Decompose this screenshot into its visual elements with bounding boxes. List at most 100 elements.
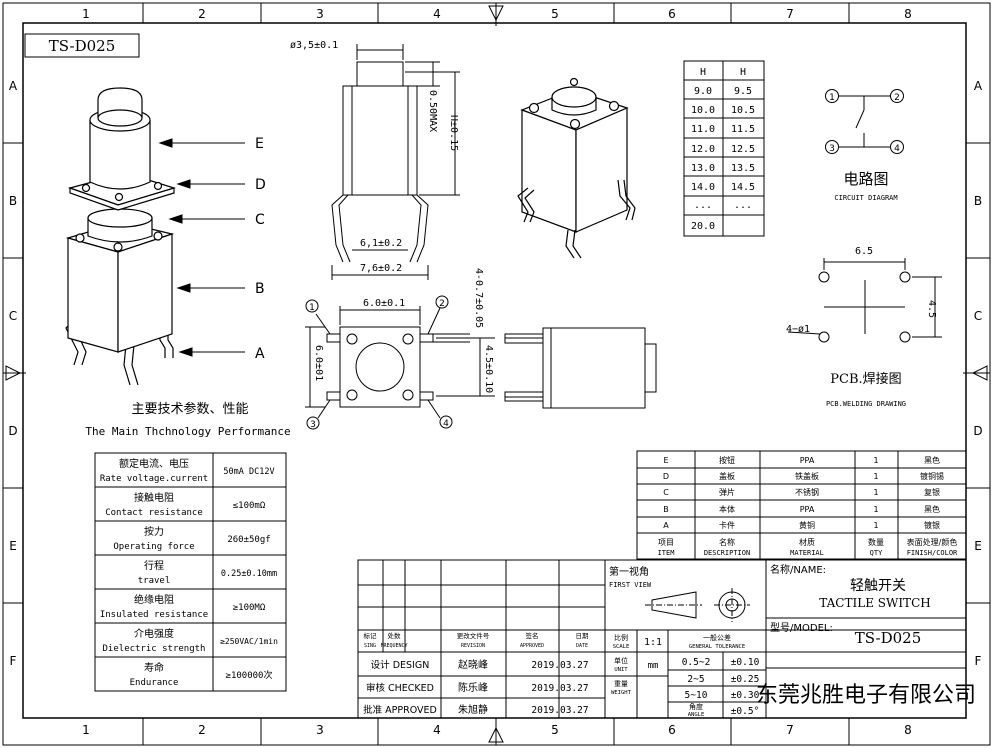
table-cell: PPA [800,456,815,465]
h-cell: 10.0 [691,105,715,116]
approved-date: 2019.03.27 [531,705,588,716]
h-cell: 11.5 [731,124,755,135]
title-block-grid [357,559,967,719]
table-cell: 名称 [719,537,735,547]
h-cell: 11.0 [691,124,715,135]
h-cell: 12.5 [731,144,755,155]
row-label: A [974,79,983,93]
table-cell: 0.5~2 [682,657,711,668]
drawing-id-box [24,33,140,58]
table-cell: 5~10 [685,690,708,701]
col-label: 7 [786,723,794,737]
table-cell: 盖板 [719,471,735,481]
top-view [305,295,495,430]
h-header: H [700,67,706,78]
title-block: 标记 SING 处数 FREQUENCY 更改文件号 REVISION 签名 A… [363,563,976,718]
performance-title-cn: 主要技术参数、性能 [131,401,248,417]
callout-c: C [255,212,265,228]
table-cell: QTY [870,549,883,557]
table-cell: 行程 [144,559,164,572]
dim-pin-size: 4-0.7±0.05 [473,268,484,328]
table-cell: 1 [873,505,878,514]
checked-date: 2019.03.27 [531,683,588,694]
h-cell: 13.5 [731,163,755,174]
h-cell: ... [694,200,712,211]
drawing-id: TS-D025 [49,37,116,55]
table-cell: 寿命 [144,661,164,674]
table-cell: 处数 [388,631,402,640]
model-value: TS-D025 [855,629,922,647]
table-cell: 0.25±0.10mm [221,569,277,579]
pin-3: 3 [310,420,316,430]
col-label: 1 [82,723,90,737]
table-cell: APPROVED [520,643,544,649]
row-label: B [9,194,17,208]
table-cell: 50mA DC12V [223,467,274,477]
grid-labels: 1 2 3 4 5 6 7 8 1 2 3 4 5 6 7 8 A B C D … [8,7,983,737]
callout-b: B [255,281,265,297]
table-cell: Contact resistance [105,508,203,518]
table-cell: 本体 [719,504,735,514]
table-cell: FREQUENCY [380,643,407,649]
col-label: 5 [551,7,559,21]
first-view-cn: 第一视角 [609,565,649,578]
table-cell: 比例 [614,633,628,642]
table-cell: ≤100mΩ [233,501,266,511]
approved-label: 批准 APPROVED [363,704,437,716]
iso-view [517,77,636,259]
table-cell: 镀银 [924,520,940,530]
pcb-title-cn: PCB.焊接图 [830,371,901,387]
table-cell: WEIGHT [611,690,632,696]
row-label: E [974,539,982,553]
product-name-en: TACTILE SWITCH [819,596,930,610]
table-cell: 1 [873,472,878,481]
h-cell: ... [734,200,752,211]
table-cell: 按钮 [719,455,735,465]
pcb-drawing [787,258,942,343]
table-cell: 一般公差 [703,633,731,642]
name-label: 名称/NAME: [770,563,826,576]
front-dims: ø3,5±0.1 0.50MAX H±0.15 6,1±0.2 7,6±0.2 [290,40,459,274]
company-name: 东莞兆胜电子有限公司 [756,683,976,708]
top-dims: 6.0±0.1 6.0±01 4-0.7±0.05 4.5±0.10 [313,268,494,393]
table-cell: Endurance [130,678,179,688]
table-cell: SING [364,643,376,649]
circuit-node-3: 3 [829,144,835,154]
table-cell: B [663,505,669,514]
row-label: A [9,79,18,93]
table-cell: 重量 [614,680,628,688]
circuit-title-en: CIRCUIT DIAGRAM [834,194,897,202]
dim-width-76: 7,6±0.2 [360,263,402,274]
h-cell: 12.0 [691,144,715,155]
row-label: D [973,424,982,438]
checked-name: 陈乐峰 [458,681,488,694]
table-cell: 签名 [526,631,539,640]
table-cell: 材质 [799,537,815,547]
col-label: 3 [316,723,324,737]
h-table-grid [683,60,765,237]
dim-top-width: 6.0±0.1 [363,298,405,309]
approved-name: 朱旭静 [458,703,488,716]
col-label: 2 [198,7,206,21]
table-cell: REVISION [461,643,485,649]
scale-value: 1:1 [644,637,662,648]
table-cell: D [663,472,669,481]
table-cell: 镀铜锡 [920,471,944,481]
table-cell: ≥100MΩ [233,603,266,613]
table-cell: E [663,456,668,465]
pin-2: 2 [439,299,445,309]
dim-top-height: 6.0±01 [313,345,324,381]
table-cell: 1 [873,488,878,497]
table-cell: ±0.10 [731,657,760,668]
h-cell: 10.5 [731,105,755,116]
table-cell: DESCRIPTION [704,549,750,557]
circuit-node-1: 1 [829,93,835,103]
table-cell: 黑色 [924,455,940,465]
table-cell: SCALE [613,644,630,650]
design-label: 设计 DESIGN [371,659,430,671]
table-cell: 日期 [576,632,590,640]
h-cell: 9.5 [734,86,752,97]
